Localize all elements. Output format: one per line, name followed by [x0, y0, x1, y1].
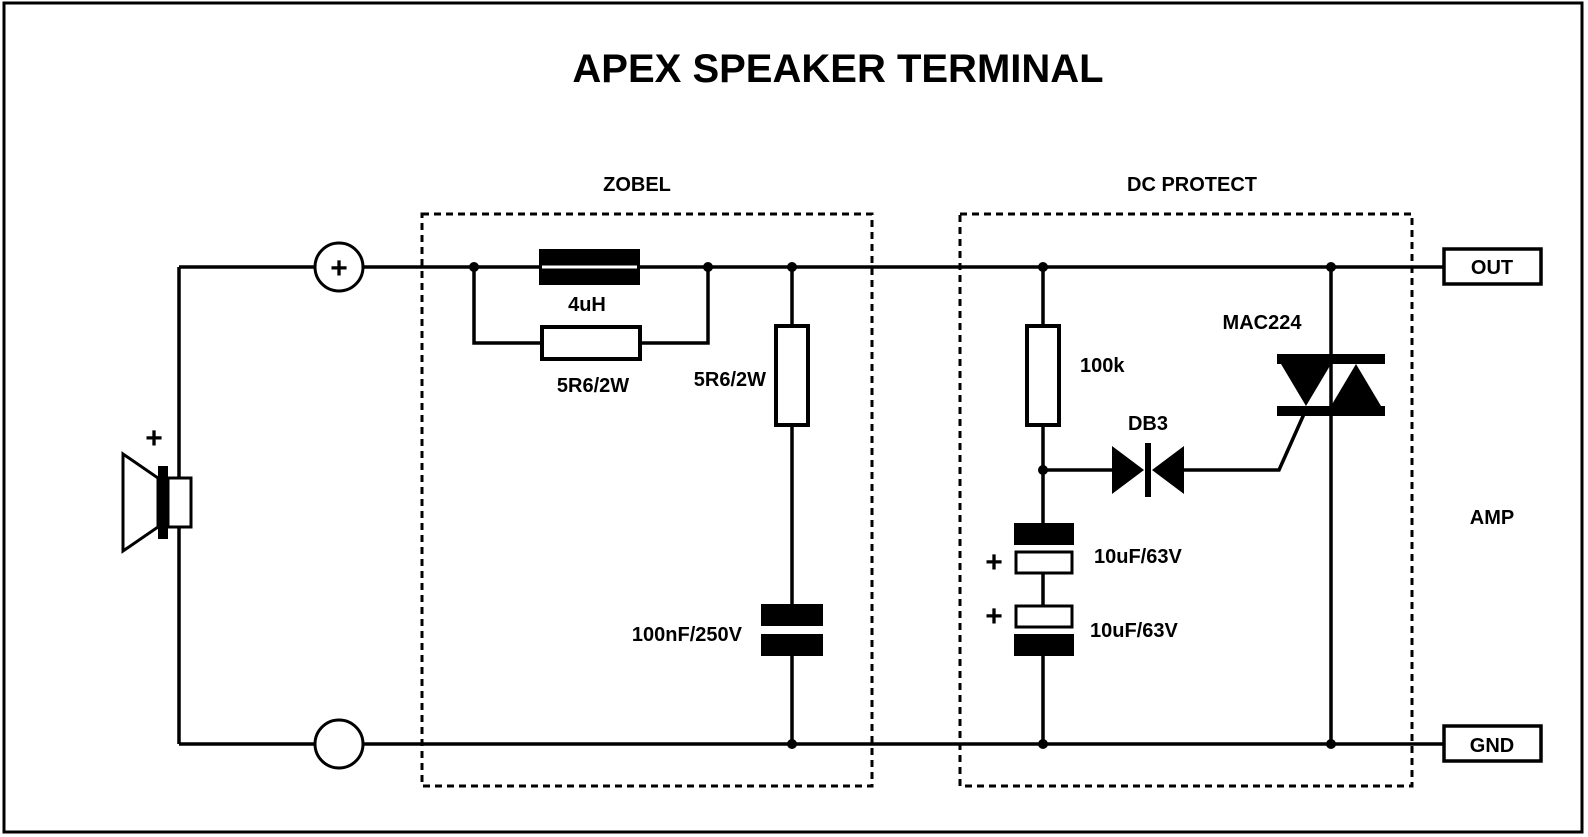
junction-dot	[1326, 739, 1336, 749]
plus-terminal	[313, 241, 365, 293]
sense-resistor-label: 100k	[1080, 355, 1125, 377]
out-terminal-label: OUT	[1471, 257, 1513, 279]
dc-protect-section-box	[958, 212, 1414, 788]
zobel-capacitor-icon	[761, 604, 823, 656]
plus-terminal-sign: +	[330, 252, 348, 285]
minus-terminal	[313, 718, 365, 770]
sense-resistor-icon	[1025, 324, 1061, 427]
series-resistor-label: 5R6/2W	[694, 369, 766, 391]
junction-dot	[469, 262, 479, 272]
speaker-polarity-sign: +	[145, 422, 163, 455]
upper-capacitor-label: 10uF/63V	[1094, 546, 1182, 568]
triac-icon	[1277, 354, 1385, 416]
parallel-resistor-icon	[540, 325, 642, 361]
lower-capacitor-polarity: +	[985, 600, 1003, 633]
junction-dot	[1038, 262, 1048, 272]
junction-dot	[1038, 465, 1048, 475]
series-resistor-icon	[774, 324, 810, 427]
gnd-terminal-label: GND	[1470, 735, 1514, 757]
junction-dot	[787, 739, 797, 749]
page-title: APEX SPEAKER TERMINAL	[572, 47, 1103, 91]
amp-label: AMP	[1470, 507, 1514, 529]
zobel-section-label: ZOBEL	[603, 174, 671, 196]
upper-electrolytic-capacitor-icon	[1014, 523, 1074, 575]
junction-dot	[787, 262, 797, 272]
lower-capacitor-label: 10uF/63V	[1090, 620, 1178, 642]
dc-protect-section-label: DC PROTECT	[1127, 174, 1257, 196]
junction-dots	[469, 262, 1336, 749]
junction-dot	[1038, 739, 1048, 749]
diac-label: DB3	[1128, 413, 1168, 435]
lower-electrolytic-capacitor-icon	[1014, 604, 1074, 656]
wiring	[177, 265, 1444, 746]
zobel-section-box	[420, 212, 874, 788]
triac-label: MAC224	[1223, 312, 1303, 334]
out-terminal	[1442, 247, 1543, 286]
gnd-terminal	[1442, 724, 1543, 763]
junction-dot	[1326, 262, 1336, 272]
upper-capacitor-polarity: +	[985, 546, 1003, 579]
inductor-label: 4uH	[568, 294, 606, 316]
diac-icon	[1112, 443, 1184, 497]
junction-dot	[703, 262, 713, 272]
zobel-capacitor-label: 100nF/250V	[632, 624, 743, 646]
speaker-icon	[121, 451, 193, 554]
parallel-resistor-label: 5R6/2W	[557, 375, 629, 397]
inductor-icon	[539, 249, 640, 285]
